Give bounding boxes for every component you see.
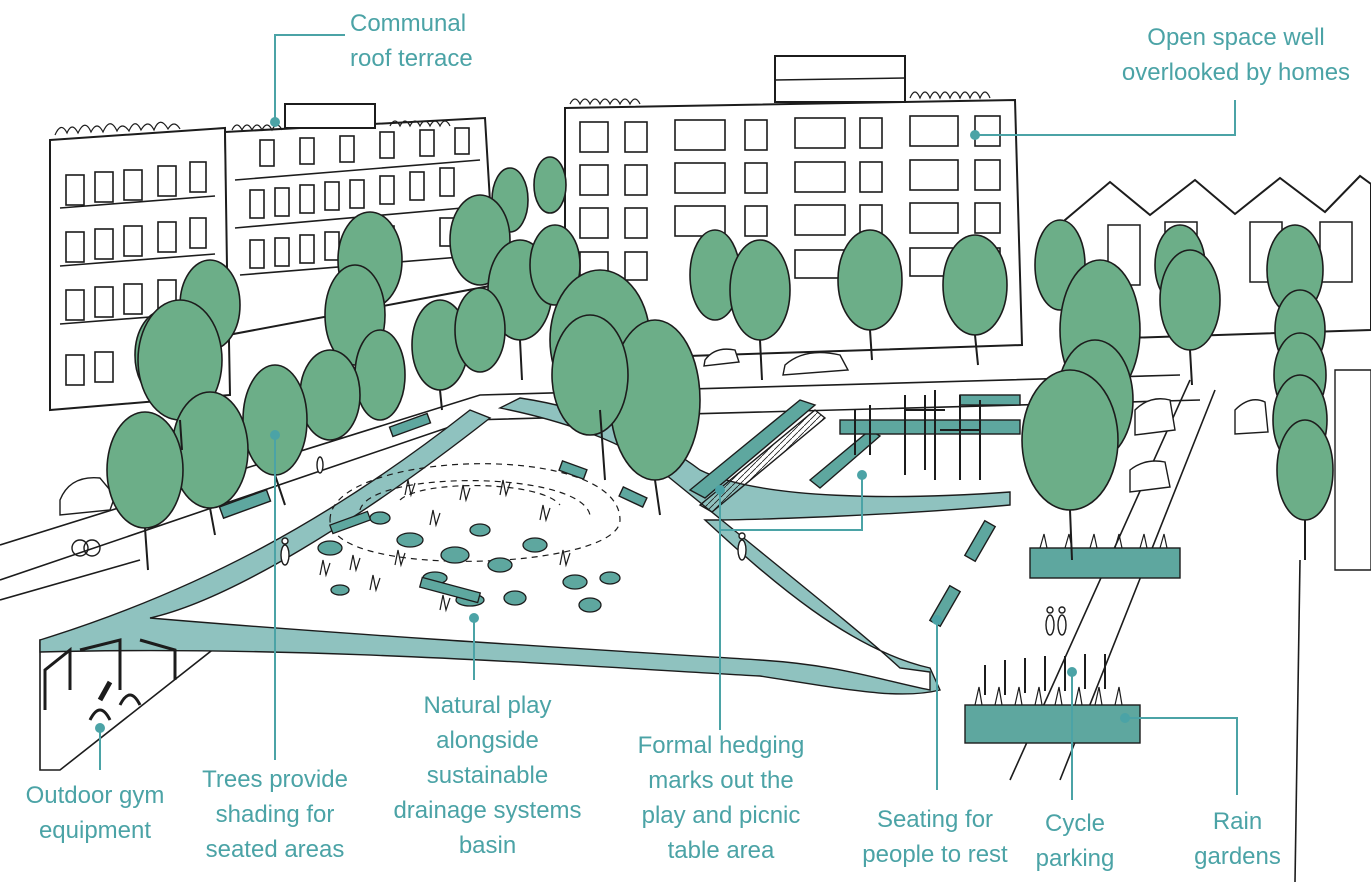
play-structures xyxy=(854,390,981,480)
dot-trees xyxy=(270,430,280,440)
label-line: drainage systems xyxy=(393,797,582,824)
label-line: sustainable xyxy=(426,762,549,789)
tree-trunks xyxy=(144,329,1306,571)
label-line: Natural play xyxy=(423,692,552,719)
dot-cycle xyxy=(1067,667,1077,677)
roof-garden-left xyxy=(54,121,181,136)
dot-open-space xyxy=(970,130,980,140)
dot-seating xyxy=(932,615,942,625)
label-open-space: Open space well overlooked by homes xyxy=(1105,20,1367,90)
leader-lines xyxy=(99,34,1238,800)
roof-garden-central xyxy=(569,91,991,106)
label-line: Cycle xyxy=(1044,810,1105,837)
parked-cars xyxy=(59,348,1371,571)
label-line: overlooked by homes xyxy=(1121,59,1351,86)
label-line: marks out the xyxy=(648,767,794,794)
central-apartment-block xyxy=(564,55,1024,362)
roof-garden-middle xyxy=(231,120,451,132)
drainage-basin-contours xyxy=(329,463,621,562)
label-formal-hedging: Formal hedging marks out the play and pi… xyxy=(615,728,827,868)
label-communal-roof-terrace: Communal roof terrace xyxy=(350,6,473,76)
dot-outdoor-gym xyxy=(95,723,105,733)
label-rain-gardens: Rain gardens xyxy=(1185,804,1290,874)
label-line: equipment xyxy=(38,817,152,844)
dot-rain xyxy=(1120,713,1130,723)
cycle-parking-stands xyxy=(984,654,1106,695)
label-line: seated areas xyxy=(205,836,345,863)
trees xyxy=(106,156,1334,529)
label-trees-shading: Trees provide shading for seated areas xyxy=(180,762,370,867)
label-line: parking xyxy=(1035,845,1115,872)
basin-planting xyxy=(317,510,621,613)
rain-garden-beds xyxy=(964,547,1181,744)
label-line: play and picnic xyxy=(641,802,801,829)
dot-hedging xyxy=(715,485,725,495)
rain-garden-grasses xyxy=(974,533,1168,706)
label-line: table area xyxy=(667,837,775,864)
label-cycle-parking: Cycle parking xyxy=(1030,806,1120,876)
label-seating: Seating for people to rest xyxy=(850,802,1020,872)
blue-footpaths xyxy=(39,397,1011,695)
label-line: alongside xyxy=(436,727,539,754)
label-line: basin xyxy=(458,832,517,859)
outdoor-gym-equipment xyxy=(43,638,177,721)
label-line: roof terrace xyxy=(350,45,473,72)
basin-grasses xyxy=(319,479,571,613)
label-line: shading for xyxy=(215,801,335,828)
formal-hedging xyxy=(688,394,1021,513)
label-line: Outdoor gym xyxy=(25,782,165,809)
label-natural-play: Natural play alongside sustainable drain… xyxy=(370,688,605,863)
callout-dots xyxy=(95,117,1130,733)
dot-natural-play xyxy=(469,613,479,623)
label-line: Seating for xyxy=(876,806,994,833)
label-line: Trees provide xyxy=(202,766,348,793)
label-line: gardens xyxy=(1194,843,1281,870)
dot-roof-terrace xyxy=(270,117,280,127)
people xyxy=(71,456,1067,636)
label-line: Rain xyxy=(1212,808,1263,835)
label-line: Formal hedging xyxy=(637,732,805,759)
label-line: people to rest xyxy=(862,841,1008,868)
dot-hedging-2 xyxy=(857,470,867,480)
play-area-ground xyxy=(39,639,228,771)
label-outdoor-gym: Outdoor gym equipment xyxy=(5,778,185,848)
label-line: Open space well xyxy=(1147,24,1325,51)
label-line: Communal xyxy=(350,10,467,37)
